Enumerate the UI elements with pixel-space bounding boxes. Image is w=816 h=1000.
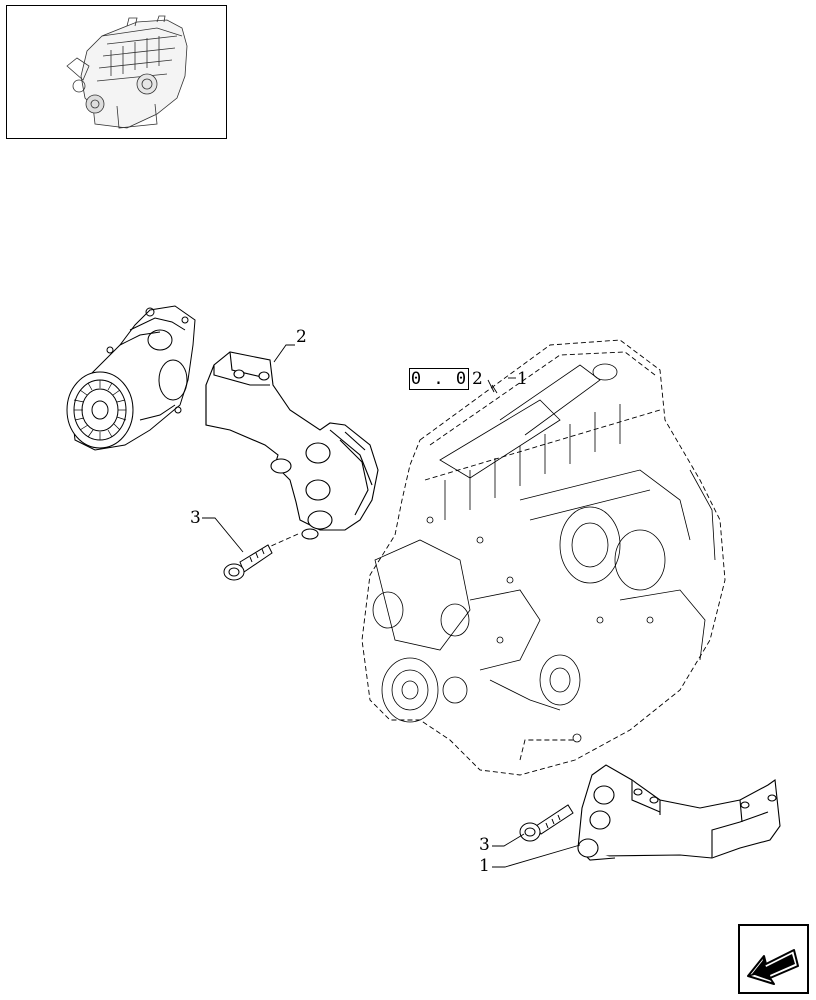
lower-bracket: [577, 764, 781, 861]
previous-page-button[interactable]: [738, 924, 809, 994]
reference-code-suffix: 2: [472, 369, 483, 389]
engine-thumbnail: [6, 5, 227, 139]
reference-code-box: 0 . 0: [409, 368, 469, 390]
reference-code-text: 0 . 0: [410, 369, 468, 389]
callout-screw-upper: 3: [190, 508, 201, 528]
engine-details: [372, 363, 716, 743]
alternator-assembly: [66, 305, 196, 451]
callout-screw-lower: 3: [479, 835, 490, 855]
leader-lines: [202, 344, 581, 868]
engine-block: [361, 339, 726, 776]
callout-bracket-upper: 2: [296, 327, 307, 347]
callout-engine: 1: [517, 369, 528, 389]
upper-screw: [223, 544, 273, 581]
upper-bracket: [205, 351, 379, 540]
callout-bracket-lower: 1: [479, 856, 490, 876]
engine-leader: [491, 384, 498, 394]
previous-page-arrow-icon: [747, 949, 799, 985]
engine-thumbnail-icon: [66, 15, 188, 129]
lower-screw: [519, 804, 574, 842]
